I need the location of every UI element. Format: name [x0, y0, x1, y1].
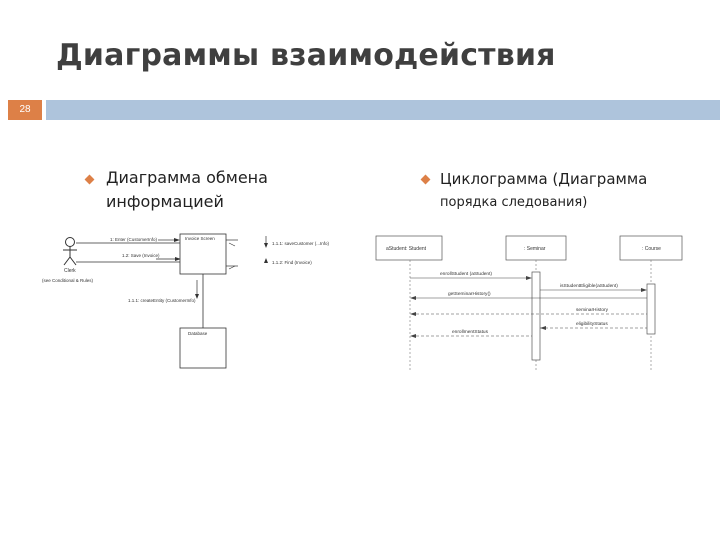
arrowhead-icon — [641, 288, 647, 292]
arrowhead-icon — [410, 334, 416, 338]
collab-message-3: 1.1.1: saveCustomer (...Info) — [272, 241, 330, 246]
collab-message-4: 1.1.2: Find (Invoice) — [272, 260, 312, 265]
arrowhead-icon — [175, 257, 181, 261]
slide-number: 28 — [8, 100, 42, 120]
collab-message-5: 1.1.1: createEntity (CustomerInfo) — [128, 298, 196, 303]
arrowhead-icon — [264, 258, 268, 263]
seq-message-6: enrollmentStatus — [452, 329, 489, 335]
arrowhead-icon — [526, 276, 532, 280]
arrowhead-icon — [264, 243, 268, 248]
course-activation — [646, 283, 656, 335]
collaboration-diagram: Clerk (see Conditional & Rules) 1: Enter… — [42, 233, 330, 369]
sequence-diagram: aStudent: Student : Seminar : Course enr… — [375, 235, 683, 370]
right-bullet-text: Циклограмма (Диаграмма порядка следовани… — [440, 167, 647, 215]
arrowhead-icon — [540, 326, 546, 330]
actor-name: Clerk — [64, 268, 76, 274]
bullet-marker-right — [420, 174, 431, 185]
seq-message-5: eligibilityStatus — [576, 321, 608, 327]
seq-message-2: isStudentEligible(aStudent) — [560, 283, 618, 289]
seq-message-3: getSeminarHistory() — [448, 291, 491, 297]
header-bar — [46, 100, 720, 120]
lifeline-student-label: aStudent: Student — [386, 246, 427, 252]
arrowhead-icon — [410, 296, 416, 300]
collab-message-2: 1.2: Save (Invoice) — [122, 253, 160, 258]
actor-stick-figure-icon — [63, 237, 77, 266]
arrowhead-icon — [174, 238, 180, 242]
left-bullet-line1: Диаграмма обмена — [106, 168, 268, 187]
invoice-screen-label: Invoice Screen — [185, 236, 215, 241]
lifeline-seminar-label: : Seminar — [524, 246, 546, 252]
slide-title: Диаграммы взаимодействия — [56, 38, 556, 73]
seq-message-1: enrollStudent (aStudent) — [440, 271, 492, 277]
arrowhead-icon — [410, 312, 416, 316]
lifeline-student-box — [375, 235, 443, 261]
lifeline-seminar-box — [505, 235, 567, 261]
arrowhead-icon — [195, 294, 199, 299]
collab-message-1: 1: Enter (CustomerInfo) — [110, 237, 158, 242]
seminar-activation — [531, 271, 541, 361]
right-bullet-line1: Циклограмма (Диаграмма — [440, 170, 648, 188]
actor-note: (see Conditional & Rules) — [42, 278, 94, 283]
right-bullet-line2: порядка следования) — [440, 195, 588, 210]
left-bullet-line2: информацией — [106, 192, 224, 211]
bullet-marker-left — [84, 174, 95, 185]
database-object — [179, 327, 227, 369]
lifeline-course-label: : Course — [642, 246, 661, 252]
left-bullet-text: Диаграмма обмена информацией — [106, 166, 268, 214]
database-label: Database — [188, 331, 208, 336]
seq-message-4: seminarHistory — [576, 307, 609, 313]
